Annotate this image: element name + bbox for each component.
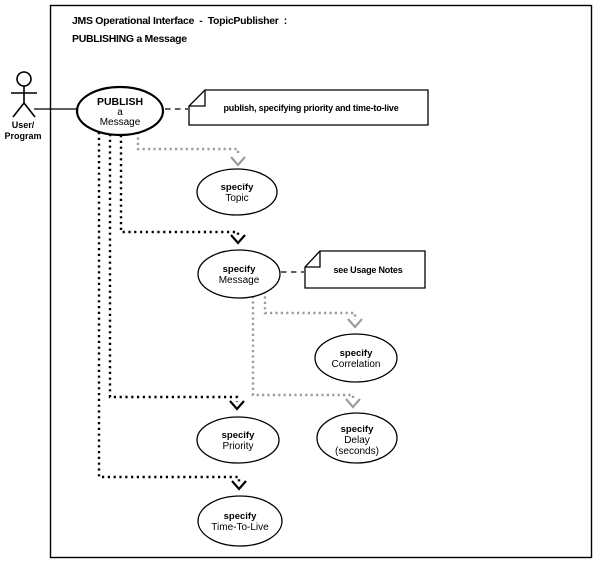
note-publish-fold [189,90,206,107]
use-case-specify-priority-sub1: Priority [222,441,253,452]
note-publish-text: publish, specifying priority and time-to… [223,103,398,113]
use-case-specify-correlation-ellipse [314,333,398,383]
flow-publish-specify-message [119,135,240,236]
use-case-specify-priority-ellipse [196,416,280,464]
flow-publish-specify-priority [108,134,239,402]
diagram-title-line1: JMS Operational Interface - TopicPublish… [72,15,287,27]
use-case-specify-topic-sub1: Topic [225,193,248,204]
flow-publish-specify-time-to-live [97,132,241,482]
use-case-specify-topic-ellipse [196,168,278,216]
use-case-specify-time-to-live-sub1: Time-To-Live [211,522,269,533]
flow-message-specify-correlation [263,291,357,320]
use-case-specify-delay: specify Delay (seconds) [316,412,398,464]
actor-label-line2: Program [4,131,41,141]
use-case-specify-delay-ellipse [316,412,398,464]
note-usage-text: see Usage Notes [333,265,402,275]
use-case-specify-correlation: specify Correlation [314,333,398,383]
use-case-specify-correlation-sub1: Correlation [332,359,381,370]
arrowhead-specify-priority [229,400,245,411]
use-case-specify-message-ellipse [197,249,281,299]
use-case-specify-topic: specify Topic [196,168,278,216]
actor-user-program: User/ Program [4,71,42,141]
arrowhead-specify-time-to-live [231,480,247,491]
use-case-publish-title: PUBLISH [97,96,143,108]
use-case-specify-message-sub1: Message [219,275,260,286]
use-case-specify-priority-title: specify [222,430,255,441]
use-case-specify-time-to-live: specify Time-To-Live [197,495,283,547]
note-usage: see Usage Notes [304,250,426,289]
arrowhead-specify-message [230,234,246,245]
flow-publish-specify-topic [136,132,240,156]
use-case-publish: PUBLISH a Message [75,85,165,137]
actor-label-line1: User/ [12,120,35,130]
use-case-publish-ellipse [75,85,165,137]
note-publish: publish, specifying priority and time-to… [188,89,429,126]
flow-message-specify-delay [251,296,355,400]
use-case-specify-topic-title: specify [221,182,254,193]
use-case-publish-sub2: Message [100,117,141,128]
note-publish-body [188,89,429,126]
arrowhead-specify-correlation [347,318,363,329]
actor-head [16,71,32,87]
use-case-specify-time-to-live-title: specify [224,511,257,522]
diagram-title-line2: PUBLISHING a Message [72,33,187,45]
actor-leg-left [12,102,25,118]
note-usage-fold [305,251,321,268]
arrowhead-specify-topic [230,156,246,167]
actor-leg-right [23,102,36,118]
arrowhead-specify-delay [345,398,361,409]
use-case-specify-message-title: specify [223,264,256,275]
use-case-specify-delay-sub1: Delay [344,435,370,446]
use-case-specify-priority: specify Priority [196,416,280,464]
use-case-specify-correlation-title: specify [340,348,373,359]
use-case-specify-time-to-live-ellipse [197,495,283,547]
use-case-publish-sub1: a [117,107,123,118]
system-boundary-frame [49,4,593,559]
note-usage-body [304,250,426,289]
use-case-specify-delay-sub2: (seconds) [335,446,379,457]
use-case-specify-delay-title: specify [341,424,374,435]
use-case-specify-message: specify Message [197,249,281,299]
